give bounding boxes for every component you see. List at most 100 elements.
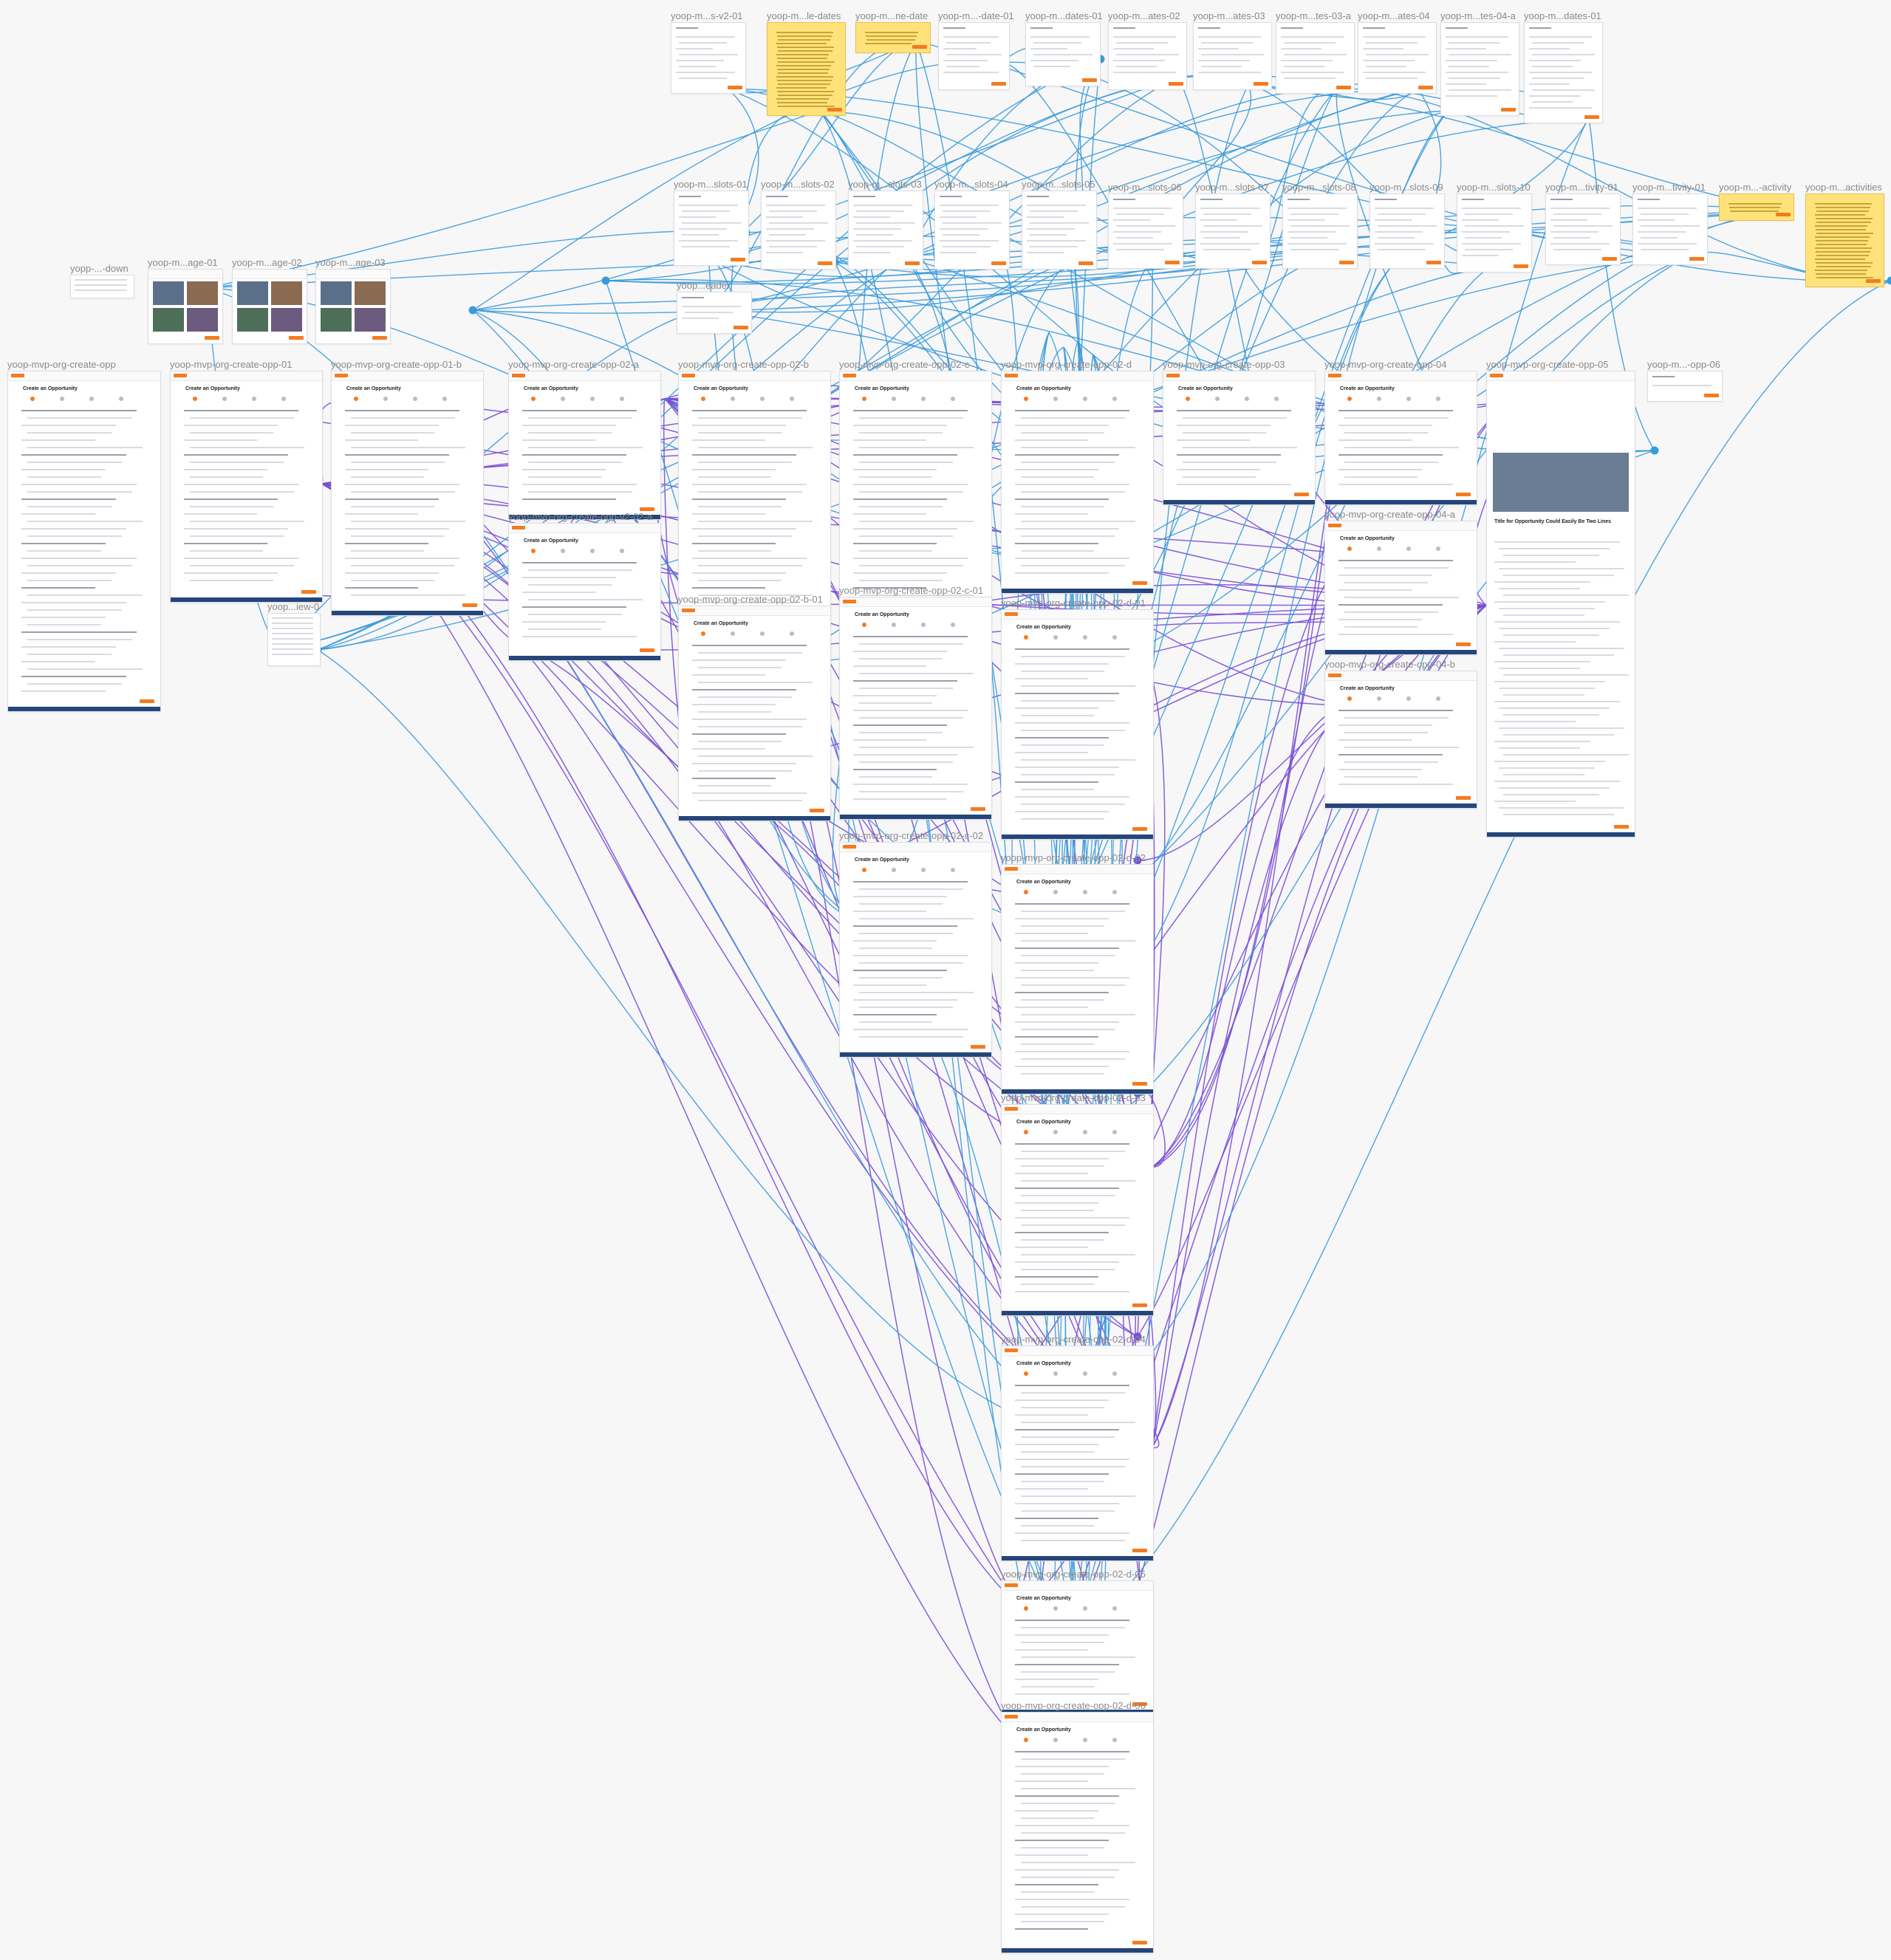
action-button[interactable] (991, 261, 1006, 265)
next-button[interactable] (1132, 581, 1147, 585)
artboard-label[interactable]: yoop-m...age-01 (148, 257, 218, 268)
next-button[interactable] (810, 809, 824, 812)
artboard-yoop-m-slots-02[interactable] (761, 191, 836, 270)
next-button[interactable] (462, 603, 477, 607)
next-button[interactable] (140, 699, 154, 703)
artboard-label[interactable]: yoop...eader (677, 280, 731, 291)
brand-logo[interactable] (1005, 1107, 1018, 1111)
action-button[interactable] (827, 108, 842, 112)
action-button[interactable] (991, 82, 1006, 86)
action-button[interactable] (1254, 82, 1268, 86)
brand-logo[interactable] (1166, 374, 1180, 377)
artboard-yoop-m-ne-date[interactable] (855, 22, 931, 53)
next-button[interactable] (971, 807, 985, 811)
artboard-yoop-m-le-dates[interactable] (767, 22, 846, 116)
brand-logo[interactable] (843, 600, 856, 603)
brand-logo[interactable] (1005, 374, 1018, 377)
next-button[interactable] (1132, 827, 1147, 831)
artboard-yoop-mvp-org-create-opp-02-a[interactable]: Create an Opportunity (508, 371, 661, 520)
action-button[interactable] (1866, 279, 1881, 283)
artboard-label[interactable]: yoop-m...slots-06 (1108, 182, 1182, 193)
artboard-yoop-mvp-org-create-opp-02-d-04[interactable]: Create an Opportunity (1001, 1346, 1154, 1561)
brand-logo[interactable] (843, 374, 856, 377)
action-button[interactable] (1078, 261, 1093, 265)
artboard-yoop-mvp-org-create-opp-04[interactable]: Create an Opportunity (1324, 371, 1477, 505)
artboard-yoop-m-slots-05[interactable] (1022, 191, 1097, 270)
artboard-label[interactable]: yoop-m...slots-04 (934, 179, 1008, 190)
action-button[interactable] (289, 336, 304, 340)
brand-logo[interactable] (1328, 374, 1341, 377)
next-button[interactable] (1614, 825, 1629, 829)
next-button[interactable] (301, 590, 316, 594)
artboard-yoop-m-slots-08[interactable] (1282, 193, 1358, 269)
brand-logo[interactable] (843, 845, 856, 849)
artboard-yoop-m-tes-04-a[interactable] (1440, 22, 1519, 116)
artboard-yoop-m-age-01[interactable] (148, 269, 223, 344)
next-button[interactable] (1132, 1082, 1147, 1086)
action-button[interactable] (1426, 261, 1441, 264)
brand-logo[interactable] (512, 526, 525, 530)
artboard-yoop-m-dates-01[interactable] (1025, 22, 1101, 86)
artboard-yoop-m-slots-03[interactable] (848, 191, 923, 270)
next-button[interactable] (640, 648, 654, 652)
artboard-label[interactable]: yoop-m...slots-05 (1022, 179, 1095, 190)
artboard-yoop-m-slots-01[interactable] (674, 191, 749, 266)
artboard-yoop-mvp-org-create-opp[interactable]: Create an Opportunity (7, 371, 161, 712)
action-button[interactable] (1339, 261, 1354, 264)
artboard-label[interactable]: yoop-mvp-org-create-opp-04-b (1324, 659, 1456, 670)
artboard-yoop-m-tivity-01[interactable] (1545, 193, 1621, 265)
action-button[interactable] (728, 86, 742, 89)
action-button[interactable] (1252, 261, 1267, 264)
artboard-label[interactable]: yoop-m...tes-04-a (1440, 10, 1516, 21)
artboard-yoop-iew-0[interactable] (267, 613, 321, 666)
artboard-yoop-m-tes-03-a[interactable] (1276, 22, 1355, 94)
brand-logo[interactable] (1328, 524, 1341, 527)
artboard-yoop-m-slots-10[interactable] (1457, 193, 1532, 273)
artboard-label[interactable]: yoop-m...-opp-06 (1647, 359, 1720, 370)
action-button[interactable] (1584, 115, 1599, 119)
artboard-label[interactable]: yoop-mvp-org-create-opp-01 (170, 359, 293, 370)
artboard-yoop-mvp-org-create-opp-05[interactable]: Title for Opportunity Could Easily Be Tw… (1486, 371, 1635, 837)
artboard-label[interactable]: yoop-mvp-org-create-opp-02-d-02 (1001, 852, 1146, 863)
artboard-yoop-m-tivity-01[interactable] (1632, 193, 1708, 265)
artboard-label[interactable]: yoop-m...age-02 (232, 257, 302, 268)
artboard-label[interactable]: yoop-m...activities (1805, 182, 1883, 193)
artboard-yoop-eader[interactable] (677, 292, 752, 334)
next-button[interactable] (1132, 1303, 1147, 1307)
brand-logo[interactable] (174, 374, 187, 377)
brand-logo[interactable] (1005, 1349, 1018, 1352)
artboard-yoop-m-slots-09[interactable] (1369, 193, 1445, 269)
action-button[interactable] (734, 326, 748, 329)
brand-logo[interactable] (335, 374, 348, 377)
artboard-label[interactable]: yoop-m...ates-04 (1358, 10, 1430, 21)
brand-logo[interactable] (11, 374, 24, 377)
artboard-label[interactable]: yoop-mvp-org-create-opp-v2-02-a (508, 511, 653, 522)
action-button[interactable] (1418, 86, 1433, 89)
next-button[interactable] (1456, 643, 1471, 646)
artboard-label[interactable]: yoop...iew-0 (267, 601, 320, 612)
brand-logo[interactable] (1005, 612, 1018, 616)
artboard-label[interactable]: yoop-m...tivity-01 (1545, 182, 1618, 193)
artboard-label[interactable]: yoop-m...slots-07 (1195, 182, 1269, 193)
artboard-label[interactable]: yoop-mvp-org-create-opp-01-b (331, 359, 462, 370)
artboard-yoop-mvp-org-create-opp-01-b[interactable]: Create an Opportunity (331, 371, 484, 616)
artboard-yoop-mvp-org-create-opp-02-d-05[interactable]: Create an Opportunity (1001, 1580, 1154, 1715)
artboard-yoop-mvp-org-create-opp-v2-02-a[interactable]: Create an Opportunity (508, 523, 661, 661)
artboard-label[interactable]: yoop-mvp-org-create-opp-02-c-02 (839, 830, 984, 841)
artboard-label[interactable]: yopp-...-down (70, 263, 129, 274)
artboard-yoop-m-slots-07[interactable] (1195, 193, 1271, 269)
artboard-yoop-m-date-01[interactable] (938, 22, 1010, 90)
artboard-label[interactable]: yoop-m...age-03 (315, 257, 386, 268)
artboard-label[interactable]: yoop-mvp-org-create-opp-03 (1163, 359, 1285, 370)
brand-logo[interactable] (512, 374, 525, 377)
artboard-yoop-mvp-org-create-opp-03[interactable]: Create an Opportunity (1163, 371, 1316, 505)
artboard-yoop-m-opp-06[interactable] (1647, 371, 1723, 402)
artboard-label[interactable]: yoop-mvp-org-create-opp-02-a (508, 359, 640, 370)
artboard-label[interactable]: yoop-m...dates-01 (1025, 10, 1103, 21)
artboard-label[interactable]: yoop-mvp-org-create-opp-02-d-04 (1001, 1334, 1146, 1345)
artboard-label[interactable]: yoop-mvp-org-create-opp-05 (1486, 359, 1609, 370)
hotspot-marker[interactable] (1133, 1332, 1142, 1341)
artboard-yoop-m-s-v2-01[interactable] (671, 22, 746, 94)
artboard-yoop-mvp-org-create-opp-02-b-01[interactable]: Create an Opportunity (678, 606, 831, 821)
artboard-label[interactable]: yoop-m...slots-02 (761, 179, 835, 190)
